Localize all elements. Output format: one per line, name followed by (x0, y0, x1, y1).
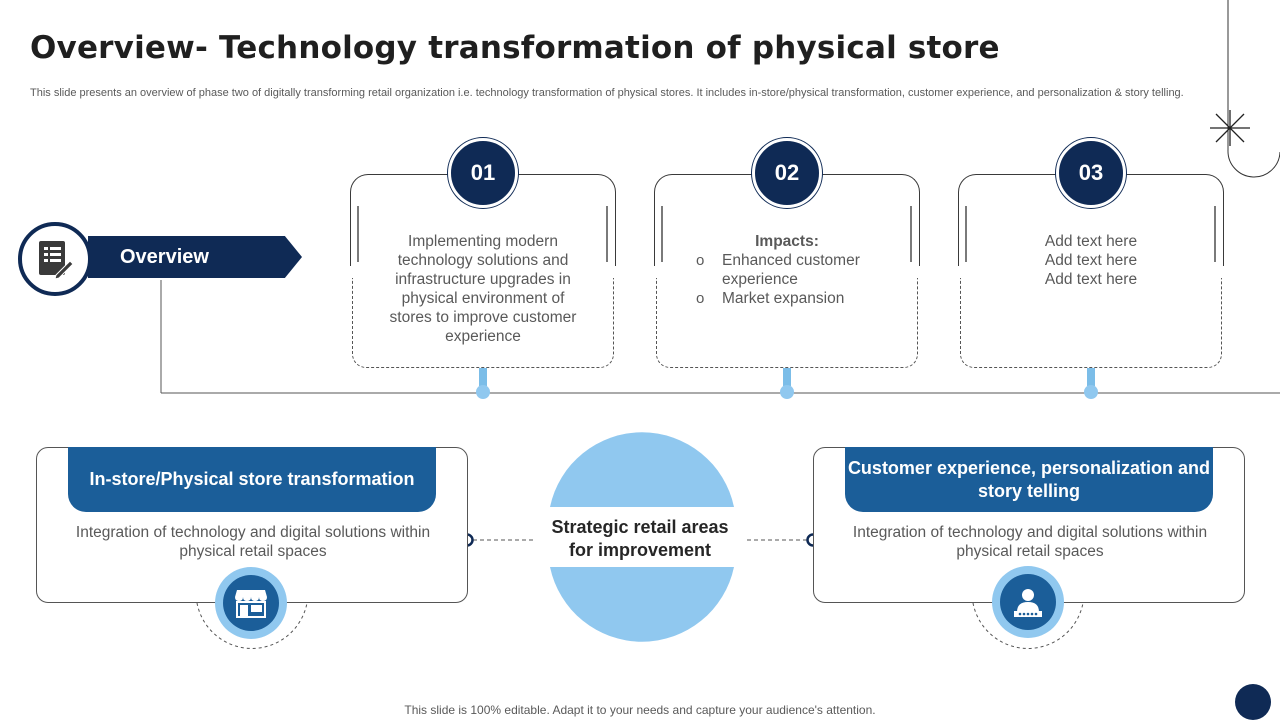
card-text: Impacts: Enhanced customer experience Ma… (684, 232, 890, 308)
text-line: Add text here (1044, 271, 1138, 288)
card-02: 02 Impacts: Enhanced customer experience… (654, 138, 920, 368)
timeline-node-03 (1084, 368, 1098, 399)
text-line: Add text here (1044, 233, 1138, 250)
card-number: 03 (1056, 138, 1126, 208)
center-label: Strategic retail areas for improvement (551, 517, 729, 560)
page-subtitle: This slide presents an overview of phase… (30, 87, 1184, 99)
timeline-node-01 (476, 368, 490, 399)
card-text: Implementing modern technology solutions… (389, 233, 577, 345)
panel-heading: Customer experience, personalization and… (845, 447, 1213, 512)
card-01: 01 Implementing modern technology soluti… (350, 138, 616, 368)
decorative-circle (1235, 684, 1271, 720)
icon-arc-right (972, 602, 1084, 649)
customer-badge (992, 566, 1064, 638)
list-item: Enhanced customer experience (696, 251, 890, 289)
panel-heading: In-store/Physical store transformation (68, 447, 436, 512)
impacts-list: Enhanced customer experience Market expa… (684, 251, 890, 308)
panel-description: Integration of technology and digital so… (852, 524, 1208, 560)
icon-arc-left (196, 602, 308, 649)
footer-note: This slide is 100% editable. Adapt it to… (404, 703, 876, 717)
sparkle-icon (1210, 110, 1250, 146)
decorative-arc (1227, 0, 1280, 178)
overview-icon-circle (18, 222, 92, 296)
timeline-node-02 (780, 368, 794, 399)
storefront-badge (215, 567, 287, 639)
document-edit-icon (39, 241, 74, 279)
card-frame-bottom (960, 278, 1222, 368)
card-frame-bottom (352, 278, 614, 368)
overview-banner: Overview (88, 236, 302, 278)
page-title: Overview- Technology transformation of p… (30, 30, 1000, 66)
list-item: Market expansion (696, 289, 890, 308)
card-frame-bottom (656, 278, 918, 368)
impacts-heading: Impacts: (755, 233, 819, 250)
card-text: Add text here Add text here Add text her… (988, 232, 1194, 289)
strategic-circle (550, 432, 734, 642)
customer-rating-icon (1014, 589, 1042, 617)
panel-customer-experience: Customer experience, personalization and… (813, 447, 1245, 603)
card-number: 02 (752, 138, 822, 208)
text-line: Add text here (1044, 252, 1138, 269)
card-03: 03 Add text here Add text here Add text … (958, 138, 1224, 368)
card-number: 01 (448, 138, 518, 208)
panel-description: Integration of technology and digital so… (75, 524, 431, 560)
storefront-icon (235, 590, 267, 618)
